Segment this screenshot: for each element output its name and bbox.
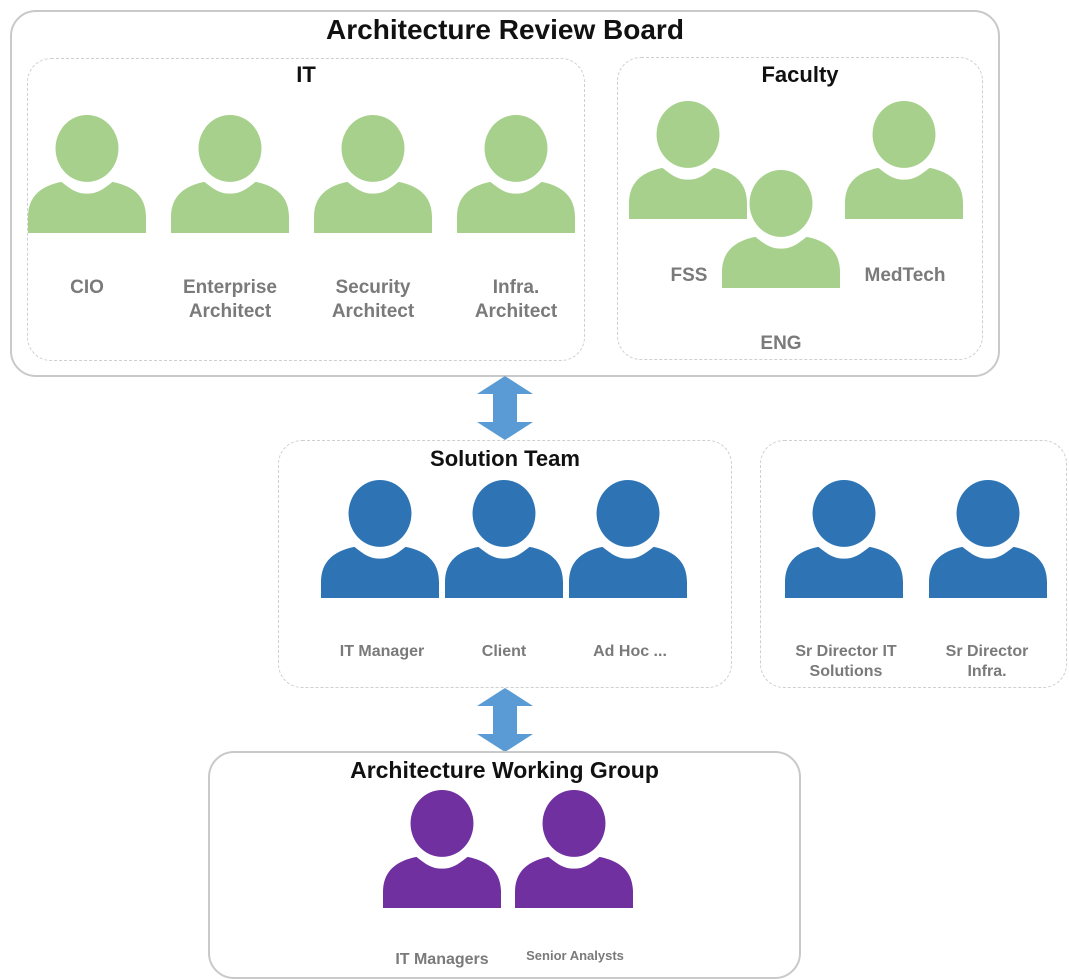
member-label-ad-hoc: Ad Hoc ... xyxy=(593,643,667,660)
person-icon xyxy=(314,113,432,235)
person-icon xyxy=(929,478,1047,600)
label-line: Sr Director IT xyxy=(795,643,897,660)
it-group xyxy=(27,58,585,361)
directors-group xyxy=(760,440,1067,688)
label-line: Architect xyxy=(188,300,272,322)
member-label-eng: ENG xyxy=(760,333,802,354)
person-icon xyxy=(28,113,146,235)
label-line: Solutions xyxy=(809,663,883,680)
person-icon xyxy=(845,99,963,221)
member-label-infra-architect: Infra. Architect xyxy=(446,276,586,324)
faculty-group xyxy=(617,57,983,360)
it-group-title: IT xyxy=(296,62,316,87)
member-label-it-manager: IT Manager xyxy=(339,643,425,660)
double-arrow-icon xyxy=(475,688,535,752)
faculty-group-title: Faculty xyxy=(761,62,839,87)
member-label-enterprise-architect: Enterprise Architect xyxy=(160,276,300,324)
member-label-medtech: MedTech xyxy=(864,265,946,286)
member-label-client: Client xyxy=(481,643,527,660)
label-line: Architect xyxy=(474,300,558,322)
label-line: Architect xyxy=(331,300,415,322)
label-line: CIO xyxy=(70,277,104,298)
member-label-it-managers: IT Managers xyxy=(395,951,489,968)
member-label-senior-analysts: Senior Analysts xyxy=(526,948,624,963)
person-icon xyxy=(569,478,687,600)
board-title: Architecture Review Board xyxy=(326,14,684,45)
member-label-security-architect: Security Architect xyxy=(303,276,443,324)
label-line: Sr Director xyxy=(945,643,1029,660)
person-icon xyxy=(321,478,439,600)
double-arrow-icon xyxy=(475,376,535,440)
label-line: Infra. xyxy=(967,663,1007,680)
working-group-title: Architecture Working Group xyxy=(350,757,659,783)
person-icon xyxy=(785,478,903,600)
label-line: Enterprise xyxy=(183,277,277,298)
person-icon xyxy=(383,788,501,910)
label-line: Infra. xyxy=(492,277,540,298)
solution-team xyxy=(278,440,732,688)
member-label-fss: FSS xyxy=(670,265,708,286)
person-icon xyxy=(515,788,633,910)
architecture-working-group xyxy=(208,751,801,979)
label-line: Security xyxy=(335,277,411,298)
person-icon xyxy=(722,167,840,291)
person-icon xyxy=(445,478,563,600)
member-label-sr-director-it-solutions: Sr Director IT Solutions xyxy=(776,642,916,682)
member-label-sr-director-infra: Sr Director Infra. xyxy=(922,642,1052,682)
person-icon xyxy=(171,113,289,235)
member-label-cio: CIO xyxy=(37,276,137,300)
solution-team-title: Solution Team xyxy=(430,446,580,471)
person-icon xyxy=(457,113,575,235)
